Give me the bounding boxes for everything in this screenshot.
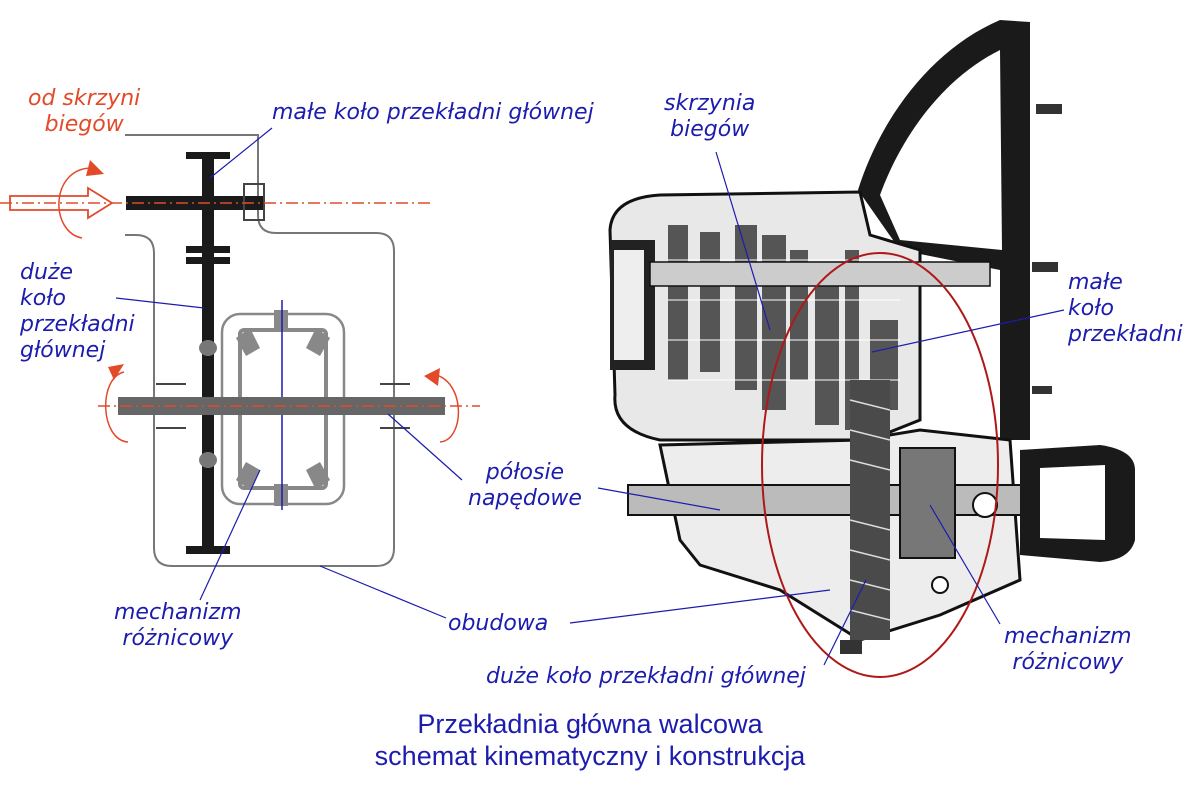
caption-line-2: schemat kinematyczny i konstrukcja	[374, 741, 806, 771]
small-gear-schematic	[202, 152, 214, 264]
housing-outline	[125, 134, 395, 567]
label-small-gear-top: małe koło przekładni głównej	[272, 100, 594, 125]
rotation-arrow-icon	[86, 160, 104, 176]
final-drive-highlight	[761, 252, 999, 678]
label-small-gear-right: małe koło przekładni	[1068, 270, 1183, 347]
input-shaft	[126, 196, 264, 210]
transaxle-drawing	[608, 20, 1135, 654]
rotation-arrow-icon	[108, 364, 124, 380]
input-arrow	[9, 186, 114, 220]
spider-gears	[236, 310, 330, 506]
caption: Przekładnia główna walcowa schemat kinem…	[0, 708, 1180, 772]
rotation-arrow-icon	[424, 368, 440, 386]
label-differential-left: mechanizm różnicowy	[114, 600, 242, 651]
caption-line-1: Przekładnia główna walcowa	[417, 709, 763, 739]
label-large-gear-bottom: duże koło przekładni głównej	[486, 664, 806, 689]
label-large-gear-left: duże koło przekładni głównej	[20, 260, 135, 363]
label-half-shafts: półosie napędowe	[468, 460, 582, 511]
label-from-gearbox: od skrzyni biegów	[28, 86, 141, 137]
label-gearbox: skrzynia biegów	[664, 91, 756, 142]
label-housing: obudowa	[448, 611, 549, 636]
label-differential-right: mechanizm różnicowy	[1004, 624, 1132, 675]
